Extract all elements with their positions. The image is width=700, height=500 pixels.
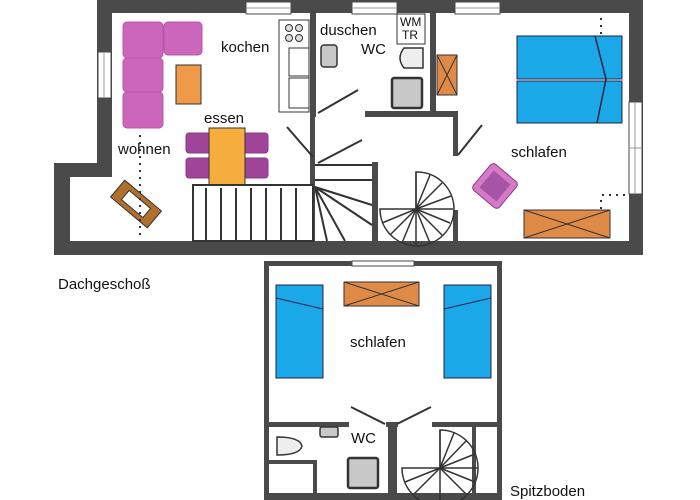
sofa (122, 21, 203, 129)
room-label-wohnen: wohnen (118, 141, 171, 158)
floor-label-dachgeschoss: Dachgeschoß (58, 276, 151, 293)
dresser (523, 209, 611, 239)
room-label-attic-schlafen: schlafen (350, 334, 406, 351)
room-label-essen: essen (204, 110, 245, 127)
window-attic (351, 260, 415, 267)
attic-bed-left (275, 284, 324, 379)
room-label-duschen: duschen (320, 22, 377, 39)
kitchen-counter (278, 19, 310, 113)
coffee-table (175, 64, 202, 105)
bedroom-door (457, 124, 483, 156)
label-tr: TR (402, 28, 418, 42)
shower-icon (390, 76, 424, 110)
bathroom-door (317, 89, 359, 114)
sink-icon (320, 44, 338, 68)
wardrobe (436, 54, 458, 96)
attic-toilet-icon (276, 436, 303, 456)
room-label-kochen: kochen (221, 39, 270, 56)
living-door (286, 126, 314, 158)
attic-dresser (343, 281, 420, 307)
toilet-icon (399, 47, 424, 69)
attic-bed-right (443, 284, 492, 379)
stairs-straight (192, 164, 373, 242)
attic-shower-icon (346, 456, 380, 490)
spiral-stairs-attic (401, 429, 479, 500)
armchair (472, 163, 518, 209)
attic-door-right (396, 406, 432, 425)
stair-door (317, 139, 363, 164)
floor-label-spitzboden: Spitzboden (510, 483, 586, 500)
window-panes (103, 7, 642, 194)
dining-table (208, 127, 246, 186)
attic-door-left (350, 406, 386, 425)
room-label-schlafen: schlafen (511, 144, 567, 161)
washer-dryer-box (396, 13, 426, 45)
attic-sink-icon (319, 426, 339, 438)
double-bed (516, 35, 623, 124)
label-wm: WM (400, 15, 422, 29)
room-label-attic-wc: WC (351, 430, 376, 447)
tv-stand (109, 179, 163, 229)
room-label-wc: WC (361, 41, 386, 58)
spiral-stairs-top (379, 171, 455, 247)
